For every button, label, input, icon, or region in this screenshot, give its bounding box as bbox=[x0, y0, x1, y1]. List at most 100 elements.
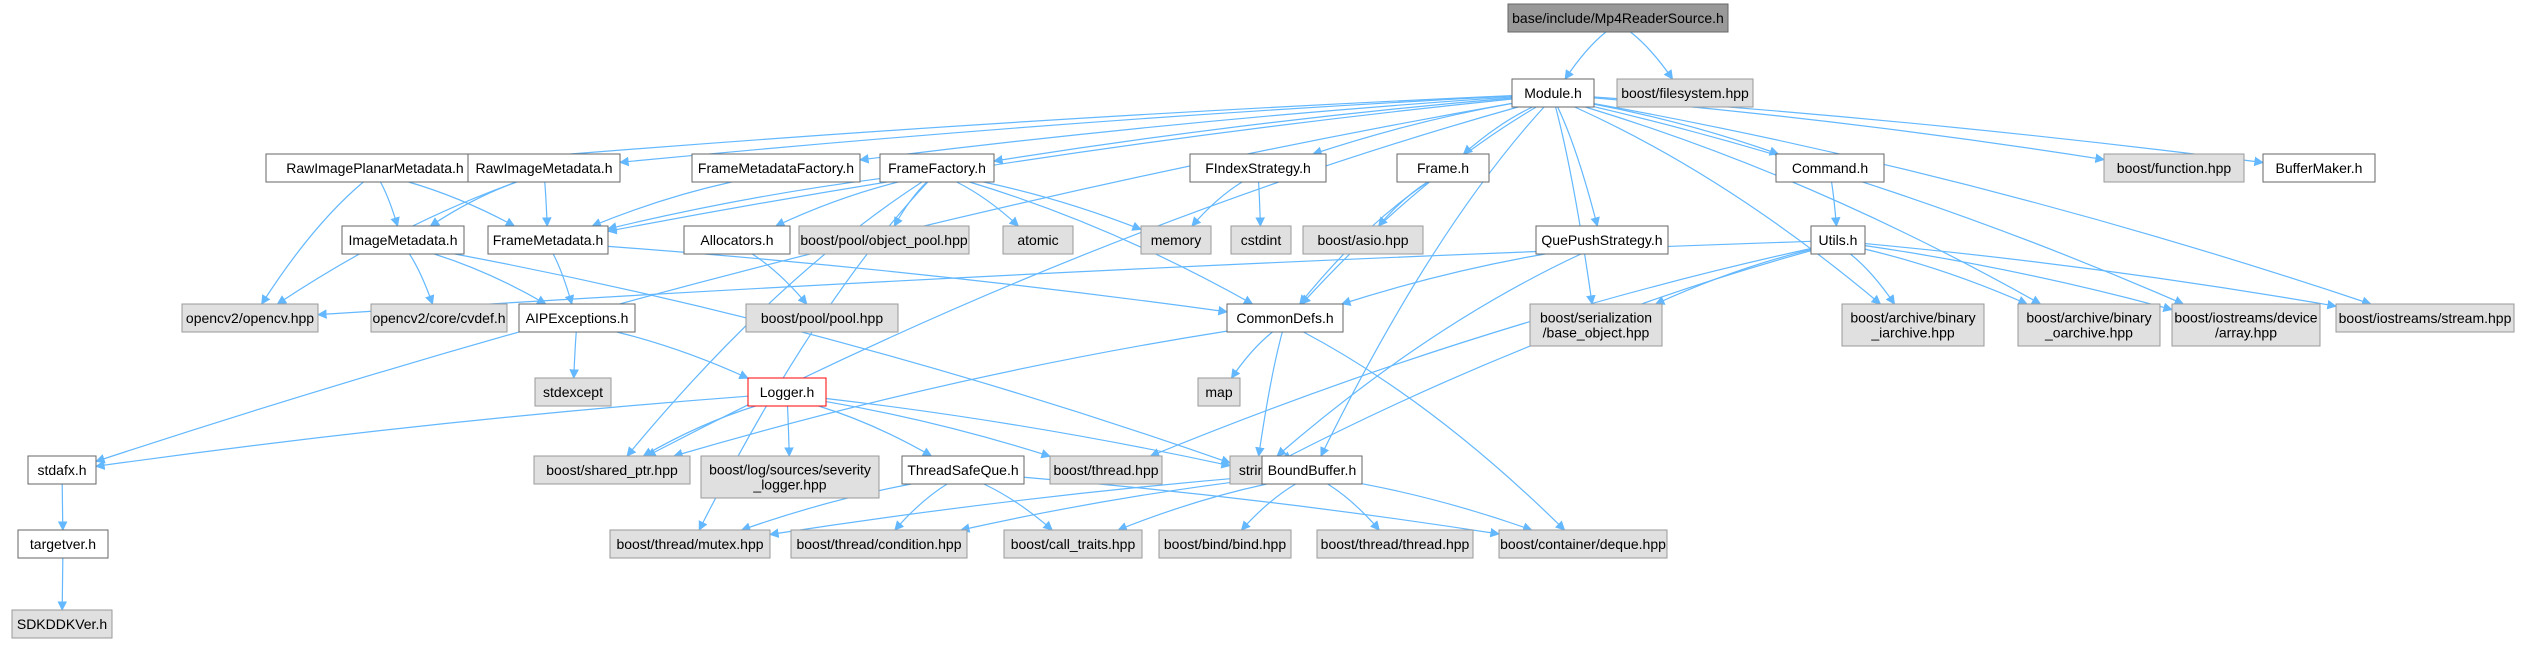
node-box-rawplanar bbox=[265, 153, 485, 183]
node-aipex[interactable]: AIPExceptions.h bbox=[518, 303, 636, 333]
node-logger[interactable]: Logger.h bbox=[747, 377, 827, 407]
node-label-sharedptr-0: boost/shared_ptr.hpp bbox=[546, 462, 678, 478]
node-label-calltraits-0: boost/call_traits.hpp bbox=[1011, 536, 1136, 552]
node-box-boundbuf bbox=[1261, 455, 1363, 485]
edge-ffactory-to-alloc bbox=[775, 181, 899, 227]
node-box-command bbox=[1775, 153, 1885, 183]
node-label-qps-0: QuePushStrategy.h bbox=[1541, 232, 1662, 248]
edge-module-to-qps bbox=[1557, 106, 1600, 227]
edge-utils-to-string bbox=[1281, 250, 1812, 461]
node-label-commondefs-0: CommonDefs.h bbox=[1236, 310, 1333, 326]
node-label-alloc-0: Allocators.h bbox=[700, 232, 773, 248]
node-bfunc: boost/function.hpp bbox=[2103, 153, 2245, 183]
node-commondefs[interactable]: CommonDefs.h bbox=[1226, 303, 1344, 333]
node-label-boarch-1: _oarchive.hpp bbox=[2044, 325, 2133, 341]
node-box-stream bbox=[2335, 303, 2515, 333]
edge-module-to-stream bbox=[1593, 102, 2372, 306]
node-opencv: opencv2/opencv.hpp bbox=[181, 303, 319, 333]
edge-boundbuf-to-calltraits bbox=[1117, 483, 1267, 532]
node-label-bind-0: boost/bind/bind.hpp bbox=[1164, 536, 1286, 552]
node-label-basio-0: boost/asio.hpp bbox=[1317, 232, 1408, 248]
edge-logger-to-tsq bbox=[818, 405, 933, 457]
node-label-targetver-0: targetver.h bbox=[30, 536, 96, 552]
node-targetver[interactable]: targetver.h bbox=[17, 529, 109, 559]
node-rawmeta[interactable]: RawImageMetadata.h bbox=[467, 153, 621, 183]
edge-qps-to-string bbox=[1276, 253, 1582, 457]
node-sevlog: boost/log/sources/severity_logger.hpp bbox=[700, 455, 880, 499]
node-label-atomic-0: atomic bbox=[1017, 232, 1058, 248]
node-tsq[interactable]: ThreadSafeQue.h bbox=[901, 455, 1025, 485]
node-box-utils bbox=[1810, 225, 1866, 255]
node-label-bthread-0: boost/thread.hpp bbox=[1053, 462, 1158, 478]
node-stdafx[interactable]: stdafx.h bbox=[27, 455, 97, 485]
edge-boundbuf-to-cond bbox=[959, 477, 1263, 533]
edge-utils-to-boarch bbox=[1864, 248, 2028, 305]
node-box-pool bbox=[745, 303, 899, 333]
node-rawplanar[interactable]: RawImagePlanarMetadata.h bbox=[265, 153, 485, 183]
edge-commondefs-to-string bbox=[1255, 331, 1283, 457]
node-box-memory bbox=[1140, 225, 1212, 255]
node-command[interactable]: Command.h bbox=[1775, 153, 1885, 183]
edge-stdafx-to-targetver bbox=[57, 483, 68, 531]
node-label-frame-0: Frame.h bbox=[1417, 160, 1469, 176]
node-atomic: atomic bbox=[1002, 225, 1074, 255]
node-label-objpool-0: boost/pool/object_pool.hpp bbox=[800, 232, 968, 248]
node-label-deque-0: boost/container/deque.hpp bbox=[1500, 536, 1666, 552]
node-qps[interactable]: QuePushStrategy.h bbox=[1535, 225, 1669, 255]
node-bmaker[interactable]: BufferMaker.h bbox=[2262, 153, 2376, 183]
node-label-findex-0: FIndexStrategy.h bbox=[1205, 160, 1311, 176]
edge-module-to-boarch bbox=[1585, 106, 2042, 305]
edge-ffactory-to-memory bbox=[983, 181, 1142, 231]
node-box-sharedptr bbox=[533, 455, 691, 485]
edge-rawplanar-to-fmeta bbox=[408, 181, 516, 227]
node-box-sevlog bbox=[700, 455, 880, 499]
node-box-biarch bbox=[1841, 303, 1985, 347]
edge-commondefs-to-deque bbox=[1303, 331, 1566, 531]
node-pool: boost/pool/pool.hpp bbox=[745, 303, 899, 333]
node-frame[interactable]: Frame.h bbox=[1396, 153, 1490, 183]
node-devarr: boost/iostreams/device/array.hpp bbox=[2171, 303, 2321, 347]
node-label-sevlog-1: _logger.hpp bbox=[752, 477, 826, 493]
node-findex[interactable]: FIndexStrategy.h bbox=[1189, 153, 1327, 183]
node-fmfactory[interactable]: FrameMetadataFactory.h bbox=[691, 153, 861, 183]
node-box-opencv bbox=[181, 303, 319, 333]
node-box-aipex bbox=[518, 303, 636, 333]
edge-module-to-devarr bbox=[1593, 106, 2185, 305]
node-boundbuf[interactable]: BoundBuffer.h bbox=[1261, 455, 1363, 485]
edge-logger-to-bthread bbox=[825, 400, 1051, 459]
node-box-fmeta bbox=[487, 225, 609, 255]
node-fmeta[interactable]: FrameMetadata.h bbox=[487, 225, 609, 255]
node-box-bfunc bbox=[2103, 153, 2245, 183]
edge-imgmeta-to-cvdef bbox=[408, 253, 435, 305]
edge-alloc-to-pool bbox=[751, 253, 808, 305]
node-utils[interactable]: Utils.h bbox=[1810, 225, 1866, 255]
node-module[interactable]: Module.h bbox=[1511, 78, 1595, 108]
node-label-tthread-0: boost/thread/thread.hpp bbox=[1321, 536, 1470, 552]
edge-utils-to-bthread bbox=[1149, 247, 1812, 458]
node-box-stdafx bbox=[27, 455, 97, 485]
node-box-objpool bbox=[798, 225, 970, 255]
node-alloc[interactable]: Allocators.h bbox=[683, 225, 791, 255]
node-ffactory[interactable]: FrameFactory.h bbox=[879, 153, 995, 183]
node-mp4[interactable]: base/include/Mp4ReaderSource.h bbox=[1507, 3, 1729, 33]
node-label-serial-1: /base_object.hpp bbox=[1543, 325, 1650, 341]
node-box-deque bbox=[1498, 529, 1668, 559]
node-label-map-0: map bbox=[1205, 384, 1232, 400]
node-label-sevlog-0: boost/log/sources/severity bbox=[709, 462, 871, 478]
node-label-biarch-0: boost/archive/binary bbox=[1850, 310, 1975, 326]
node-imgmeta[interactable]: ImageMetadata.h bbox=[341, 225, 465, 255]
edges-layer bbox=[57, 31, 2372, 611]
node-box-bind bbox=[1158, 529, 1292, 559]
node-box-ffactory bbox=[879, 153, 995, 183]
edge-logger-to-stdafx bbox=[95, 395, 749, 470]
node-objpool: boost/pool/object_pool.hpp bbox=[798, 225, 970, 255]
node-basio: boost/asio.hpp bbox=[1302, 225, 1424, 255]
edge-fmeta-to-aipex bbox=[552, 253, 575, 305]
node-sdk: SDKDDKVer.h bbox=[11, 609, 113, 639]
node-box-rawmeta bbox=[467, 153, 621, 183]
edge-imgmeta-to-string bbox=[454, 253, 1231, 465]
node-box-alloc bbox=[683, 225, 791, 255]
edge-module-to-rawplanar bbox=[483, 95, 1513, 166]
node-box-bfs bbox=[1616, 78, 1754, 108]
edge-commondefs-to-map bbox=[1230, 331, 1273, 379]
